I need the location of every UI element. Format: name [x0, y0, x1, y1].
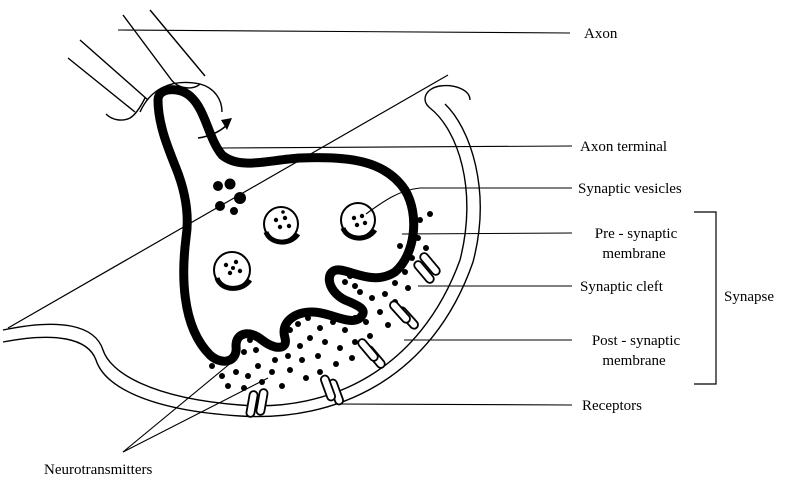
label-pre-synaptic-line2: membrane [602, 246, 666, 262]
receptor [357, 337, 387, 369]
label-axon-terminal: Axon terminal [580, 139, 667, 155]
label-axon: Axon [584, 26, 618, 42]
label-post-synaptic-line1: Post - synaptic [592, 333, 681, 349]
synaptic-vesicle [341, 203, 375, 238]
label-synapse: Synapse [724, 289, 774, 305]
synaptic-vesicle [264, 207, 298, 242]
label-receptors: Receptors [582, 398, 642, 414]
synapse-bracket [694, 212, 716, 384]
receptor [246, 389, 268, 418]
receptor [413, 251, 442, 284]
terminal-dots [213, 179, 246, 216]
label-synaptic-vesicles: Synaptic vesicles [578, 181, 682, 197]
label-neurotransmitters: Neurotransmitters [44, 462, 152, 478]
label-pre-synaptic-line1: Pre - synaptic [595, 226, 678, 242]
synaptic-vesicle [214, 252, 250, 288]
receptor [388, 300, 419, 331]
label-synaptic-cleft: Synaptic cleft [580, 279, 664, 295]
label-post-synaptic-line2: membrane [602, 353, 666, 369]
neurotransmitter-dots [209, 207, 433, 391]
